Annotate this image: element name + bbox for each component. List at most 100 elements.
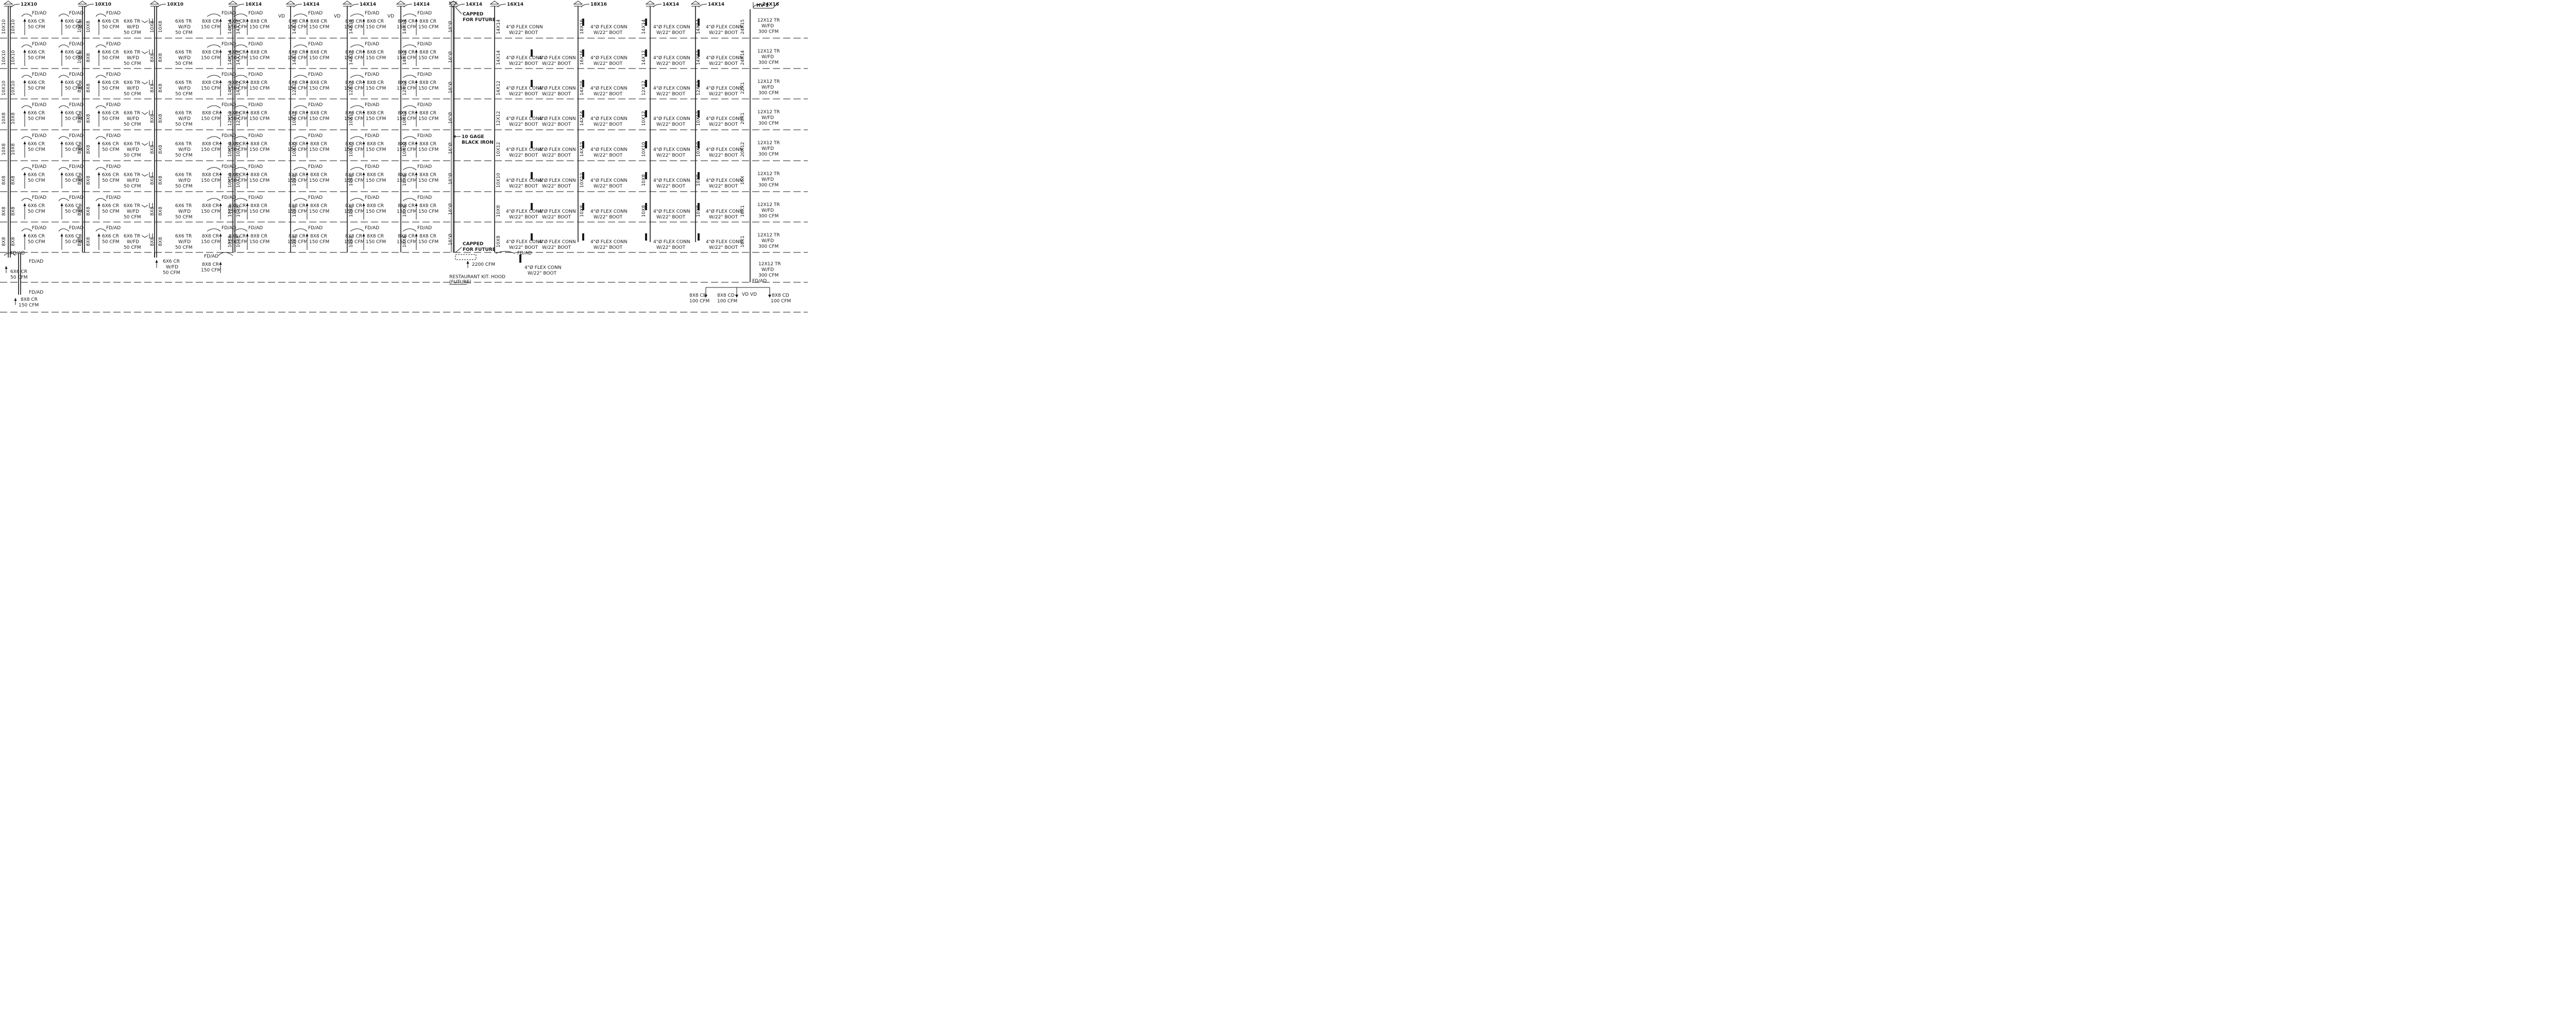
branch-size-label: 8X8 (77, 145, 82, 154)
cr-label: 8X8 CR (345, 173, 362, 178)
trunk-size-label: 10X10 (95, 2, 111, 7)
cfm-label: 300 CFM (758, 29, 778, 35)
cfm-label: 50 CFM (28, 147, 45, 152)
branch-size-label: 24X15 (740, 19, 745, 34)
wfd-label: W/FD (127, 116, 139, 122)
boot-icon (698, 80, 700, 87)
branch-size-label: 14X14 (228, 19, 233, 34)
fdad-label: FD/AD (365, 133, 379, 139)
tr-label: 6X6 TR (175, 142, 192, 147)
cfm-label: 150 CFM (397, 178, 417, 183)
roof-cap-icon (573, 1, 583, 5)
wfd-label: W/FD (178, 240, 191, 245)
cfm-label: 150 CFM (287, 116, 308, 122)
cfm-label: 300 CFM (758, 91, 778, 96)
cr-label: 8X8 CR (202, 262, 219, 267)
branch-size-label: 8X8 (86, 83, 91, 93)
damper-arc (207, 198, 221, 201)
wfd-label: W/FD (761, 177, 774, 182)
wfd-label: W/FD (127, 25, 139, 30)
boot-icon (645, 80, 647, 87)
boot-label: W/22" BOOT (709, 153, 738, 158)
flex-conn-label: 4"Ø FLEX CONN (706, 239, 743, 245)
cfm-label: 50 CFM (102, 25, 120, 30)
boot-label: W/22" BOOT (594, 153, 623, 158)
boot-icon (645, 19, 647, 26)
boot-icon (698, 172, 700, 179)
hood-label-2: (FUTURE) (449, 280, 471, 285)
fdad-label: FD/AD (106, 103, 121, 108)
damper-arc (58, 105, 70, 109)
cr-supply-arrow-icon (23, 80, 26, 83)
cr-label: 6X6 CR (28, 19, 45, 24)
cfm-label: 150 CFM (287, 86, 308, 91)
branch-size-label: 14X12 (236, 80, 241, 95)
cr-supply-arrow-icon (97, 110, 100, 113)
fdad-label: FD/AD (248, 11, 263, 16)
cr-label: 6X6 CR (102, 173, 119, 178)
damper-arc (21, 44, 32, 48)
cd-label: 8X8 CD (717, 293, 735, 298)
cr-label: 8X8 CR (345, 111, 362, 116)
cr-label: 8X8 CR (398, 142, 415, 147)
cr-label: 8X8 CR (289, 234, 306, 239)
boot-icon (582, 80, 584, 87)
wfd-label: W/FD (761, 267, 774, 273)
cr-supply-arrow-icon (60, 141, 63, 144)
cfm-label: 300 CFM (758, 244, 778, 249)
cfm-label: 150 CFM (249, 147, 269, 152)
damper-arc (21, 75, 32, 78)
damper-arc (293, 13, 308, 17)
cr-label: 8X8 CR (21, 297, 38, 302)
wfd-label: W/FD (178, 147, 191, 152)
branch-size-label: 12X12 (292, 80, 297, 95)
cfm-label: 150 CFM (228, 147, 248, 152)
branch-size-label: 10X10 (2, 80, 7, 95)
flex-conn-label: 4"Ø FLEX CONN (590, 116, 628, 122)
cfm-label: 150 CFM (397, 147, 417, 152)
cr-label: 8X8 CR (310, 111, 327, 116)
damper-arc (402, 167, 417, 171)
boot-icon (582, 141, 584, 148)
damper-arc (293, 136, 308, 140)
branch-size-label: 8X8 (158, 53, 163, 62)
fdad-label: FD/AD (365, 164, 379, 169)
flex-conn-label: 4"Ø FLEX CONN (590, 147, 628, 152)
roof-cap-icon (149, 1, 160, 5)
cfm-label: 150 CFM (397, 25, 417, 30)
branch-size-label: 10X8 (696, 205, 701, 217)
branch-size-label: 22X1 (740, 82, 745, 94)
branch-size-label: 10X10 (2, 19, 7, 34)
branch-size-label: 14X14 (496, 50, 501, 65)
fdad-label: FD/AD (222, 11, 236, 16)
branch-size-label: 14X14 (236, 19, 241, 34)
branch-size-label: 10X12 (580, 173, 585, 188)
cr-label: 8X8 CR (202, 142, 219, 147)
cr-label: 8X8 CR (202, 19, 219, 24)
flex-conn-label: 4"Ø FLEX CONN (506, 178, 543, 183)
damper-arc (58, 228, 70, 232)
cr-label: 8X8 CR (289, 50, 306, 55)
branch-size-label: 14X14 (496, 19, 501, 34)
cr-supply-arrow-icon (23, 110, 26, 113)
damper-tick-icon (141, 51, 148, 54)
cr-label: 6X6 CR (102, 50, 119, 55)
fdad-label: FD/AD (308, 226, 323, 231)
branch-size-label: 10X8 (2, 112, 7, 125)
branch-size-label: 14X12 (696, 50, 701, 65)
branch-size-label: 14X16 (580, 80, 585, 95)
tr-label: 12X12 TR (757, 79, 780, 84)
branch-size-label: 12X12 (402, 80, 408, 95)
branch-size-label: 10X12 (349, 111, 354, 126)
fdad-label: FD/AD (417, 164, 432, 169)
fdad-label: FD/AD (417, 72, 432, 77)
cr-label: 8X8 CR (229, 111, 246, 116)
damper-arc (402, 75, 417, 78)
cr-supply-arrow-icon (415, 233, 418, 236)
fdad-label: FD/AD (69, 195, 83, 200)
cfm-label: 150 CFM (366, 209, 386, 214)
cr-label: 6X6 CR (28, 203, 45, 209)
cr-label: 8X8 CR (202, 203, 219, 209)
fdad-label: FD/AD (29, 290, 43, 295)
cr-supply-arrow-icon (306, 141, 309, 144)
